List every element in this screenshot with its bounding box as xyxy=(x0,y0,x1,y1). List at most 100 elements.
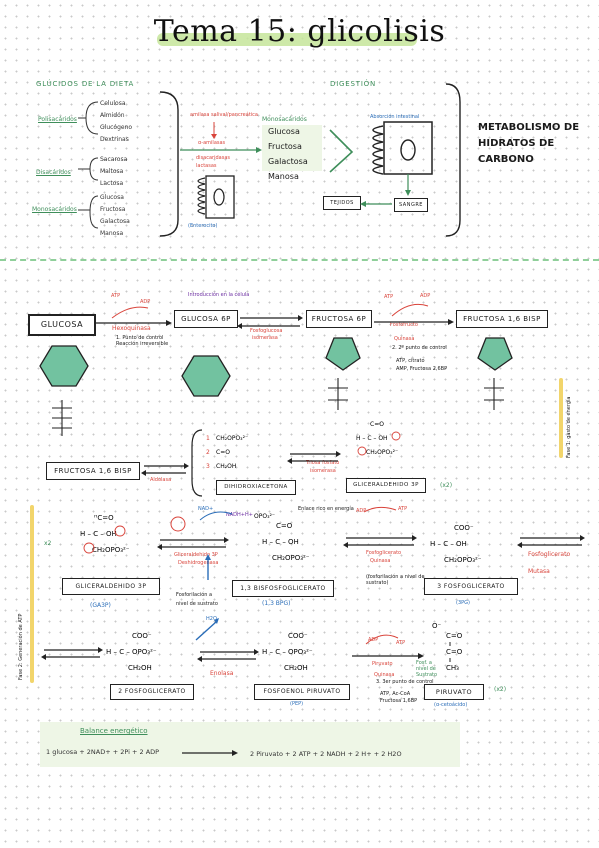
piruvato-box: PIRUVATO xyxy=(424,684,484,700)
g3pdh-label-1: Gliceraldehido 3P xyxy=(174,552,218,558)
ga3p-abbr: (GA3P) xyxy=(90,602,111,609)
atp-label-4: ATP xyxy=(396,640,406,646)
svg-text:2: 2 xyxy=(206,449,210,456)
pk-fos-2: nivel de xyxy=(416,666,436,672)
fructosa6p-box: FRUCTOSA 6P xyxy=(306,310,372,328)
tejidos-box: TEJIDOS xyxy=(323,196,361,210)
phosphorylation-label-1: Fosforilación a xyxy=(176,592,213,598)
svg-text:OPO₃²⁻: OPO₃²⁻ xyxy=(254,513,275,520)
nadh-label: NADH+H+ xyxy=(226,512,253,518)
x2-end-label: (x2) xyxy=(494,686,507,693)
svg-text:CH₂OH: CH₂OH xyxy=(284,664,308,672)
h2o-label: H2O xyxy=(206,616,217,622)
svg-text:CH₃: CH₃ xyxy=(446,664,459,672)
balance-right: 2 Piruvato + 2 ATP + 2 NADH + 2 H+ + 2 H… xyxy=(250,750,402,758)
g3pdh-label-2: Deshidrogenasa xyxy=(178,560,219,566)
svg-text:COO⁻: COO⁻ xyxy=(288,632,308,640)
svg-text:CH₂OPO₃²⁻: CH₂OPO₃²⁻ xyxy=(444,556,482,564)
digestion-header: DIGESTIÓN xyxy=(330,80,377,88)
adp-label-4: ADP xyxy=(368,637,379,643)
pgk-label-1: Fosfoglicerato xyxy=(366,550,402,556)
adp-label-2: ADP xyxy=(420,293,431,299)
list-item: Almidón xyxy=(100,112,125,119)
svg-text:C=O: C=O xyxy=(446,632,463,640)
list-item: Manosa xyxy=(268,172,299,181)
svg-text:C=O: C=O xyxy=(216,449,230,456)
list-item: Fructosa xyxy=(268,142,302,151)
group-items-monosacaridos: Glucosa Fructosa Galactosa Manosa xyxy=(100,192,130,240)
digestion-diagram xyxy=(78,83,461,237)
enzyme-alfa-amilasa: α-amilasas xyxy=(198,140,226,146)
list-item: Glucosa xyxy=(100,194,124,201)
svg-text:C=O: C=O xyxy=(446,648,463,656)
pep-abbr: (PEP) xyxy=(290,701,304,707)
pfk-label-1: Fosfofructo xyxy=(390,322,418,328)
enzyme-disacaridasas: disacaridasas xyxy=(196,155,231,161)
section-divider xyxy=(0,259,599,261)
dhap-box: DIHIDROXIACETONA xyxy=(216,480,296,495)
svg-text:CH₂OPO₃²⁻: CH₂OPO₃²⁻ xyxy=(272,554,310,562)
balance-title: Balance energético xyxy=(80,727,148,735)
monosac-list: Glucosa Fructosa Galactosa Manosa xyxy=(268,124,308,184)
svg-text:3: 3 xyxy=(206,463,210,470)
pk-reg-activators: Fructosa 1,6BP xyxy=(380,698,418,704)
pg3-abbr: (3PG) xyxy=(456,600,470,606)
rich-bond-label: Enlace rico en energía xyxy=(298,506,354,512)
pfk-note: 2. 2º punto de control xyxy=(392,345,447,351)
enzyme-lactasas: lactasas xyxy=(196,163,217,169)
pk-fos-1: Fosf. a xyxy=(416,660,433,666)
x2-label: (x2) xyxy=(440,482,453,489)
list-item: Manosa xyxy=(100,230,124,237)
monosac-header: Monosacáridos xyxy=(262,116,307,123)
svg-text:CH₂OPO₃²⁻: CH₂OPO₃²⁻ xyxy=(216,435,248,442)
svg-text:H – C – OPO₃²⁻: H – C – OPO₃²⁻ xyxy=(106,648,157,656)
glucosa6p-box: GLUCOSA 6P xyxy=(174,310,238,328)
hexoquinasa-label: Hexoquinasa xyxy=(112,325,151,332)
pk-note: 3. 3er punto de control xyxy=(376,679,434,685)
balance-arrow xyxy=(182,750,238,756)
piruvato-abbr: (α-cetoácido) xyxy=(434,702,468,708)
title-highlight xyxy=(157,33,417,46)
mutasa-label-1: Fosfoglicerato xyxy=(528,551,571,558)
nad-label: NAD+ xyxy=(198,506,214,512)
phase1-diagram: 1 CH₂OPO₃²⁻ 2 C=O 3 CH₂OH C=O H – C – OH… xyxy=(39,303,513,497)
list-item: Galactosa xyxy=(100,218,130,225)
svg-text:CH₂OH: CH₂OH xyxy=(216,463,236,470)
adp-label-3: ADP xyxy=(356,508,367,514)
page-title: Tema 15: glicolisis xyxy=(153,14,446,49)
svg-text:CH₂OPO₃²⁻: CH₂OPO₃²⁻ xyxy=(92,546,130,554)
group-items-disacaridos: Sacarosa Maltosa Lactosa xyxy=(100,154,127,190)
group-label-monosacaridos: Monosacáridos xyxy=(32,206,77,213)
atp-label-2: ATP xyxy=(384,294,394,300)
enzyme-amilasa: amilasa salival/pancreática xyxy=(190,112,258,118)
list-item: Maltosa xyxy=(100,168,124,175)
svg-text:COO⁻: COO⁻ xyxy=(132,632,152,640)
phase1-bar xyxy=(559,378,563,458)
svg-text:H – C – OH: H – C – OH xyxy=(80,530,117,538)
list-item: Dextrinas xyxy=(100,136,129,143)
absorption-label: Absorción intestinal xyxy=(370,114,420,120)
svg-text:O⁻: O⁻ xyxy=(432,622,442,630)
list-item: Glucosa xyxy=(268,127,300,136)
list-item: Galactosa xyxy=(268,157,308,166)
svg-text:COO⁻: COO⁻ xyxy=(454,524,474,532)
svg-text:C=O: C=O xyxy=(276,522,293,530)
atp-label: ATP xyxy=(111,293,121,299)
pk-fos-3: Sustrato xyxy=(416,672,438,678)
balance-panel xyxy=(40,722,460,767)
hexo-note-control: 1. Punto de control xyxy=(116,335,164,341)
pfk-reg-activators: AMP, Fructosa 2,6BP xyxy=(396,366,448,372)
dietary-carbs-header: GLÚCIDOS DE LA DIETA xyxy=(36,80,135,88)
atp-label-3: ATP xyxy=(398,506,408,512)
mutasa-label-2: Mutasa xyxy=(528,568,550,575)
group-label-disacaridos: Disacáridos xyxy=(36,169,71,176)
pfk-reg-inhibitors: ATP, citrato xyxy=(396,358,425,364)
phase2-bar xyxy=(30,505,34,683)
list-item: Celulosa xyxy=(100,100,126,107)
fructosa16bp-box-2: FRUCTOSA 1,6 BISP xyxy=(46,462,140,480)
tpi-label-2: isomerasa xyxy=(310,468,336,474)
hexo-note-irreversible: Reacción irreversible xyxy=(116,341,169,347)
pg3-box: 3 FOSFOGLICERATO xyxy=(424,578,518,595)
isomerasa-label-2: isomerasa xyxy=(252,335,278,341)
list-item: Fructosa xyxy=(100,206,126,213)
